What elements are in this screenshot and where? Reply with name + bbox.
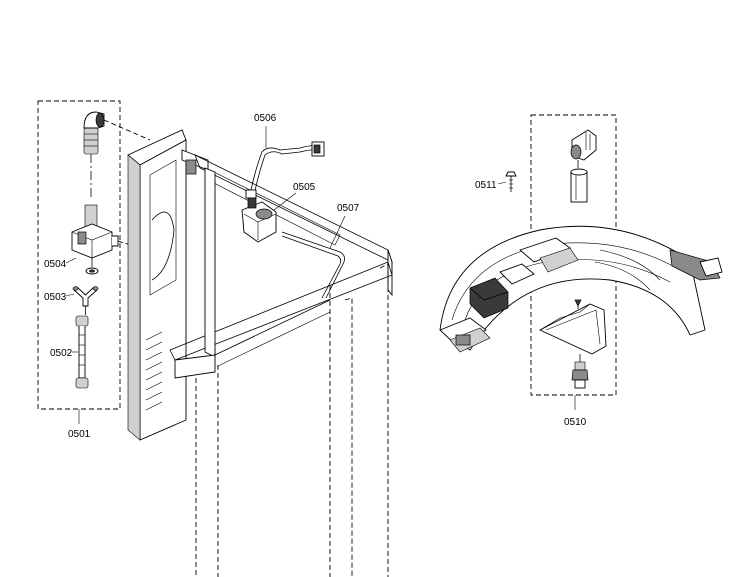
hose-connector-top (83, 111, 105, 200)
label-0507: 0507 (337, 203, 360, 214)
y-splitter-0503 (72, 286, 99, 315)
label-0505: 0505 (293, 182, 316, 193)
elbow-fitting (570, 129, 597, 168)
tub-cover-assembly (439, 225, 723, 353)
label-0510: 0510 (564, 417, 587, 428)
hose-0502 (75, 315, 89, 389)
sleeve (570, 168, 588, 203)
wire-harness-0506 (245, 126, 325, 199)
valve-block-0504 (71, 204, 119, 268)
pump-0505 (241, 192, 297, 243)
cabinet-frame (127, 129, 393, 577)
label-0502: 0502 (50, 348, 73, 359)
screw-0511 (497, 171, 517, 192)
group-box-0501 (37, 100, 121, 424)
label-0504: 0504 (44, 259, 67, 270)
tube-0507 (281, 215, 346, 299)
washer-0504 (85, 267, 99, 275)
label-0511: 0511 (475, 180, 497, 191)
label-0506: 0506 (254, 113, 277, 124)
label-0501: 0501 (68, 429, 91, 440)
nozzle-cover (538, 299, 607, 362)
nozzle-fitting (571, 361, 589, 389)
label-0503: 0503 (44, 292, 67, 303)
